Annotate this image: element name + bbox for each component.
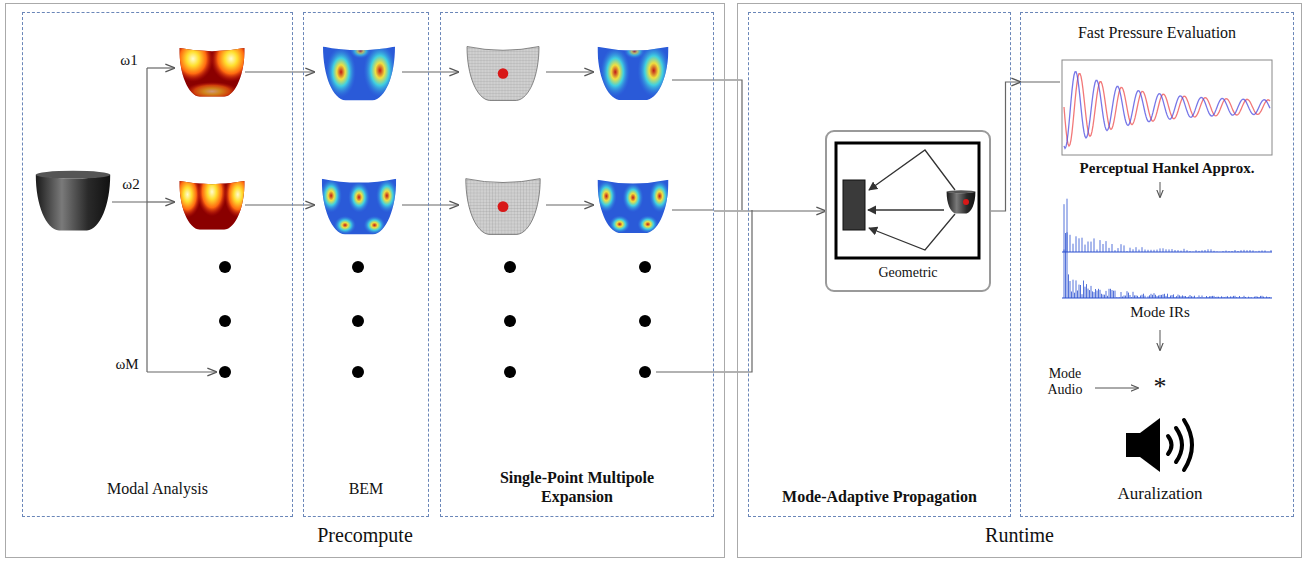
multipole-meshes <box>466 47 540 235</box>
room-sketch <box>836 143 979 258</box>
stage-label: Fast Pressure Evaluation <box>1032 23 1282 42</box>
branch-arrows <box>112 68 593 372</box>
stage-box: Precompute Modal Analysis BEM Single-Point … <box>5 3 725 558</box>
stage-panel: Mode-Adaptive Propagation Geometric <box>748 12 1011 517</box>
stage-label: Runtime <box>870 523 1170 547</box>
stage-label: BEM <box>311 479 421 498</box>
pressure-plot <box>1062 60 1272 155</box>
frequency-label: ωM <box>110 356 144 373</box>
step-label: Perceptual Hankel Approx. <box>1062 160 1272 177</box>
stage-panel: Fast Pressure Evaluation <box>1020 12 1294 517</box>
frequency-label: ω1 <box>114 52 144 69</box>
convolution-symbol: * <box>1145 372 1175 402</box>
merge-lines <box>656 80 1060 372</box>
stage-box: Runtime Mode-Adaptive Propagation Geometri… <box>737 3 1302 558</box>
bem-solutions <box>320 42 398 236</box>
stage-panel: BEM <box>303 12 429 517</box>
speaker-icon <box>1126 418 1192 472</box>
flow-connector <box>714 210 825 211</box>
mode-shapes <box>173 36 252 232</box>
mode-irs <box>1062 199 1272 298</box>
flow-arrows <box>1095 182 1160 388</box>
source-object <box>36 171 110 231</box>
method-box: Geometric <box>825 130 991 292</box>
stage-label: Precompute <box>215 523 515 547</box>
step-label: Mode IRs <box>1100 304 1220 321</box>
multipole-fields <box>596 42 670 234</box>
ellipsis-dots <box>219 261 651 378</box>
stage-label: Single-Point Multipole Expansion <box>470 468 685 506</box>
flow-connector <box>991 82 1020 211</box>
input-label: Mode Audio <box>1034 366 1096 398</box>
stage-label: Mode-Adaptive Propagation <box>755 487 1005 506</box>
frequency-label: ω2 <box>116 176 146 193</box>
output-label: Auralization <box>1090 484 1230 504</box>
stage-panel: Modal Analysis <box>22 12 293 517</box>
stage-panel: Single-Point Multipole Expansion <box>440 12 714 517</box>
stage-label: Modal Analysis <box>38 479 278 498</box>
stage-label: Geometric <box>838 265 978 282</box>
